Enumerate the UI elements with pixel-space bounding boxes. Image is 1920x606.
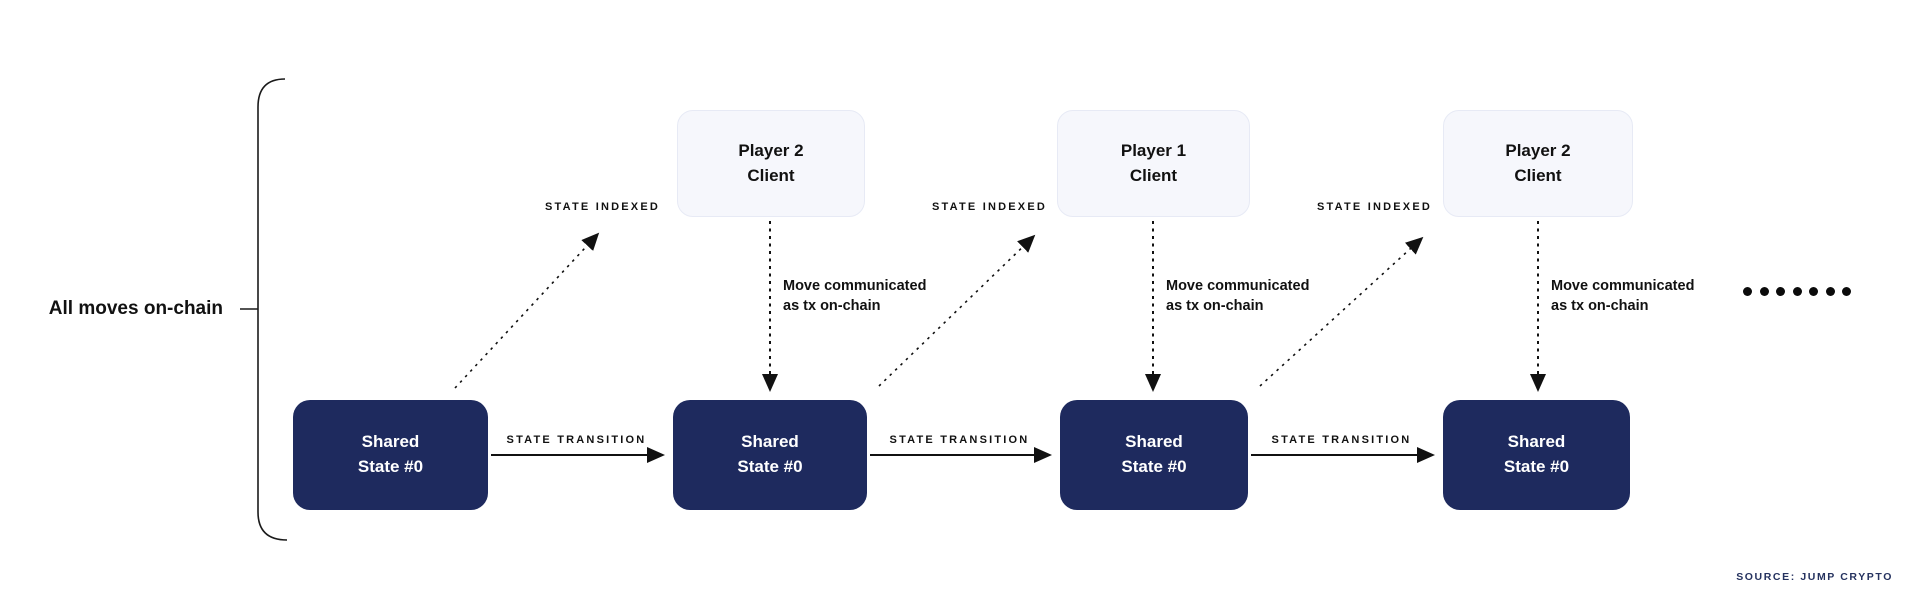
shared-state-node-4: Shared State #0 — [1443, 400, 1630, 510]
move-communicated-label: Move communicated as tx on-chain — [1551, 278, 1695, 314]
dot-icon — [1842, 287, 1851, 296]
state-indexed-label: STATE INDEXED — [1317, 201, 1432, 213]
dot-icon — [1809, 287, 1818, 296]
client-title: Player 2 Client — [738, 140, 804, 185]
shared-state-title: Shared State #0 — [737, 432, 803, 476]
state-indexed-label: STATE INDEXED — [932, 201, 1047, 213]
client-node-1: Player 2 Client — [677, 110, 865, 217]
state-indexed-arrow — [1259, 236, 1424, 387]
shared-state-title: Shared State #0 — [1121, 432, 1187, 476]
dot-icon — [1792, 287, 1802, 296]
dot-icon — [1825, 287, 1835, 296]
client-title: Player 2 Client — [1505, 140, 1571, 185]
bracket — [257, 78, 288, 541]
shared-state-node-1: Shared State #0 — [293, 400, 488, 510]
move-communicated-label: Move communicated as tx on-chain — [783, 278, 927, 314]
shared-state-node-3: Shared State #0 — [1060, 400, 1248, 510]
shared-state-title: Shared State #0 — [357, 432, 424, 476]
client-node-3: Player 2 Client — [1443, 110, 1633, 217]
state-transition-label: STATE TRANSITION — [506, 434, 647, 446]
shared-state-title: Shared State #0 — [1503, 432, 1570, 476]
continuation-ellipsis — [1743, 287, 1851, 296]
client-title: Player 1 Client — [1120, 140, 1187, 185]
shared-state-node-2: Shared State #0 — [673, 400, 867, 510]
state-indexed-arrow — [878, 234, 1036, 387]
state-indexed-label: STATE INDEXED — [545, 201, 660, 213]
state-transition-label: STATE TRANSITION — [889, 434, 1030, 446]
bracket-label: All moves on-chain — [48, 298, 223, 319]
client-node-2: Player 1 Client — [1057, 110, 1250, 217]
state-indexed-arrow — [454, 232, 600, 389]
source-attribution: SOURCE: JUMP CRYPTO — [1736, 571, 1893, 583]
dot-icon — [1743, 287, 1752, 296]
dot-icon — [1759, 287, 1769, 296]
state-transition-label: STATE TRANSITION — [1271, 434, 1412, 446]
dot-icon — [1776, 287, 1785, 296]
move-communicated-label: Move communicated as tx on-chain — [1166, 278, 1310, 314]
